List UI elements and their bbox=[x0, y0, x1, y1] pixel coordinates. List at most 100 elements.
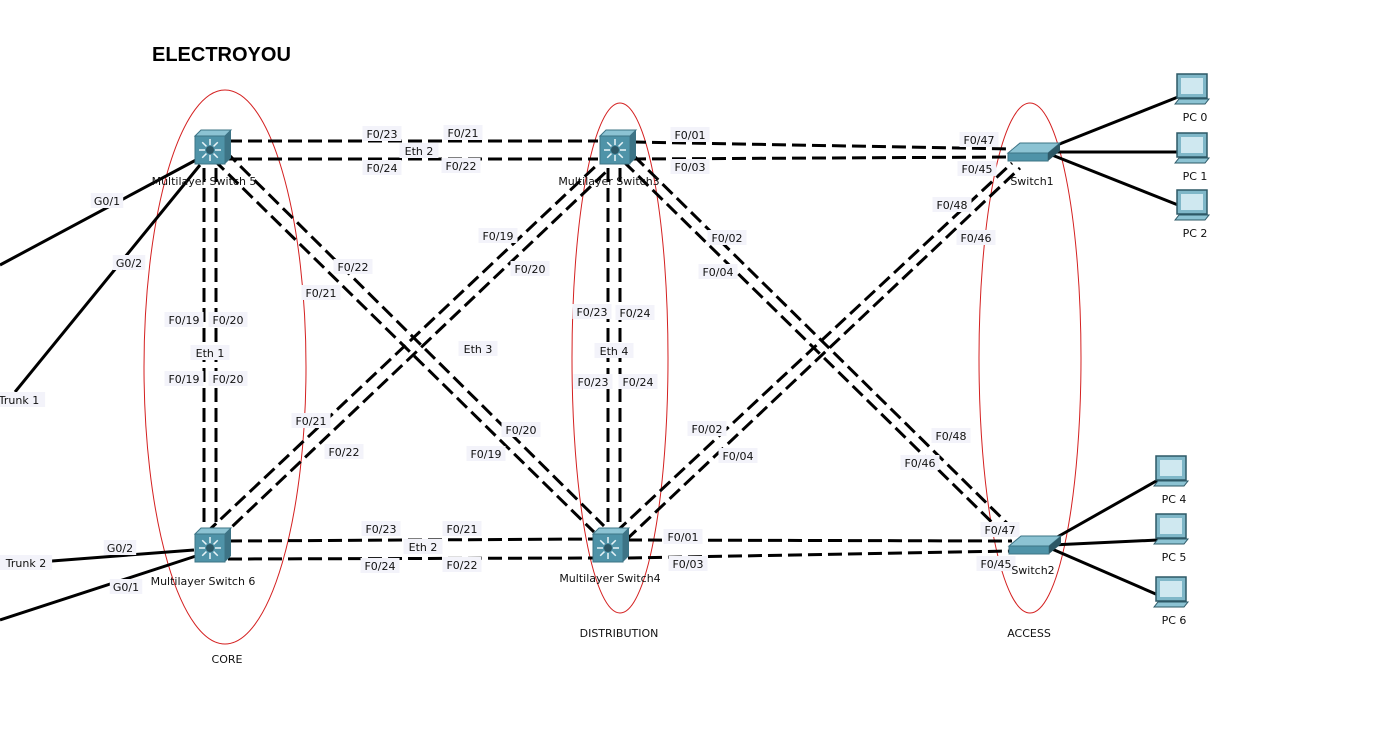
port-label-text: F0/46 bbox=[904, 457, 935, 470]
switch-sw1[interactable] bbox=[1006, 142, 1062, 162]
zone-label-core: CORE bbox=[212, 653, 243, 666]
device-label-sw2: Switch2 bbox=[1011, 564, 1054, 577]
port-label: F0/19 bbox=[164, 312, 204, 327]
port-label-text: F0/21 bbox=[446, 523, 477, 536]
device-label-pc0: PC 0 bbox=[1183, 111, 1208, 124]
port-label-bg bbox=[615, 305, 655, 320]
port-label: F0/23 bbox=[361, 521, 401, 536]
device-label-ms4: Multilayer Switch4 bbox=[559, 572, 660, 585]
link-ms4-sw1-1[interactable] bbox=[614, 161, 1014, 534]
multilayer-switch-ms3[interactable] bbox=[598, 129, 638, 165]
pc-pc0[interactable] bbox=[1173, 73, 1211, 105]
port-label: F0/21 bbox=[291, 413, 331, 428]
switch-icon bbox=[1007, 152, 1049, 162]
port-label: G0/1 bbox=[90, 193, 124, 208]
port-label-text: F0/23 bbox=[577, 376, 608, 389]
port-label-bg bbox=[698, 264, 738, 279]
link-ms6-ms3-2[interactable] bbox=[216, 168, 610, 542]
multilayer-switch-ms5[interactable] bbox=[193, 129, 233, 165]
port-label-bg bbox=[900, 455, 940, 470]
arrow-mark bbox=[201, 539, 207, 545]
switch-top bbox=[591, 527, 631, 535]
port-label-text: F0/24 bbox=[622, 376, 653, 389]
port-label-text: F0/48 bbox=[936, 199, 967, 212]
port-label-bg bbox=[976, 556, 1016, 571]
port-label: F0/03 bbox=[668, 556, 708, 571]
port-label: F0/47 bbox=[959, 132, 999, 147]
port-label: F0/22 bbox=[441, 158, 481, 173]
port-label: F0/20 bbox=[510, 261, 550, 276]
device-label-pc1: PC 1 bbox=[1183, 170, 1208, 183]
port-label: Eth 2 bbox=[399, 143, 439, 158]
link-ms6-ms3-1[interactable] bbox=[204, 162, 600, 535]
port-label-bg bbox=[362, 160, 402, 175]
keyboard-icon bbox=[1173, 157, 1211, 164]
multilayer-switch-ms4[interactable] bbox=[591, 527, 631, 563]
link-ms3-sw1-1[interactable] bbox=[631, 140, 1013, 151]
link-ms3-sw1-2[interactable] bbox=[631, 155, 1013, 161]
port-label: F0/04 bbox=[718, 448, 758, 463]
port-label: Eth 2 bbox=[403, 539, 443, 554]
port-label-bg bbox=[362, 126, 402, 141]
arrow-mark bbox=[213, 141, 219, 147]
port-label: F0/20 bbox=[208, 371, 248, 386]
link-ms5-ms4-2[interactable] bbox=[224, 150, 606, 528]
port-label-text: Eth 2 bbox=[405, 145, 434, 158]
port-label-text: F0/47 bbox=[984, 524, 1015, 537]
port-label-bg bbox=[573, 374, 613, 389]
switch-sw2[interactable] bbox=[1007, 535, 1063, 555]
pc-pc1[interactable] bbox=[1173, 132, 1211, 164]
port-label-bg bbox=[324, 444, 364, 459]
port-label-text: G0/1 bbox=[94, 195, 120, 208]
port-label-text: F0/02 bbox=[691, 423, 722, 436]
port-label: F0/22 bbox=[442, 557, 482, 572]
link-ms3-sw2-1[interactable] bbox=[622, 160, 1012, 542]
link-ms4-sw1-2[interactable] bbox=[624, 166, 1022, 542]
screen bbox=[1160, 581, 1182, 597]
port-label-bg bbox=[478, 228, 518, 243]
pc-pc5[interactable] bbox=[1152, 513, 1190, 545]
pc-pc6[interactable] bbox=[1152, 576, 1190, 608]
link-ms3-sw2-2[interactable] bbox=[632, 154, 1020, 536]
screen bbox=[1160, 460, 1182, 476]
pc-pc4[interactable] bbox=[1152, 455, 1190, 487]
port-label: F0/04 bbox=[698, 264, 738, 279]
port-label-bg bbox=[618, 374, 658, 389]
port-label: F0/23 bbox=[573, 374, 613, 389]
port-label-text: F0/48 bbox=[935, 430, 966, 443]
link-sw1-pc2[interactable] bbox=[1051, 153, 1179, 207]
port-label: F0/24 bbox=[362, 160, 402, 175]
port-label-bg bbox=[109, 579, 143, 594]
port-label: F0/21 bbox=[301, 285, 341, 300]
port-label: F0/21 bbox=[442, 521, 482, 536]
port-label: F0/24 bbox=[618, 374, 658, 389]
port-label-bg bbox=[668, 556, 708, 571]
link-ms6-g0-1[interactable] bbox=[0, 554, 197, 622]
pc-pc2[interactable] bbox=[1173, 189, 1211, 221]
port-label-text: G0/2 bbox=[107, 542, 133, 555]
zone-core-ellipse bbox=[143, 89, 307, 645]
link-ms5-g0-2[interactable] bbox=[13, 164, 202, 393]
port-label-bg bbox=[718, 448, 758, 463]
port-label-bg bbox=[164, 371, 204, 386]
arrow-mark bbox=[213, 539, 219, 545]
keyboard-icon bbox=[1152, 538, 1190, 545]
switch-side bbox=[225, 528, 231, 562]
link-sw2-pc5[interactable] bbox=[1051, 538, 1159, 547]
port-label-bg bbox=[443, 125, 483, 140]
port-label: F0/01 bbox=[670, 127, 710, 142]
port-label-bg bbox=[103, 540, 137, 555]
switch-side bbox=[630, 130, 636, 164]
switch-top bbox=[193, 527, 233, 535]
link-ms5-g0-1[interactable] bbox=[0, 158, 197, 267]
port-label: F0/19 bbox=[466, 446, 506, 461]
port-label-text: F0/04 bbox=[702, 266, 733, 279]
port-label-bg bbox=[333, 259, 373, 274]
multilayer-switch-ms6[interactable] bbox=[193, 527, 233, 563]
link-sw2-pc4[interactable] bbox=[1051, 478, 1159, 542]
link-sw1-pc0[interactable] bbox=[1051, 95, 1179, 149]
link-sw2-pc6[interactable] bbox=[1051, 547, 1159, 597]
port-label: F0/46 bbox=[956, 230, 996, 245]
port-label: Eth 3 bbox=[458, 341, 498, 356]
link-ms6-ms4-2[interactable] bbox=[227, 556, 595, 561]
